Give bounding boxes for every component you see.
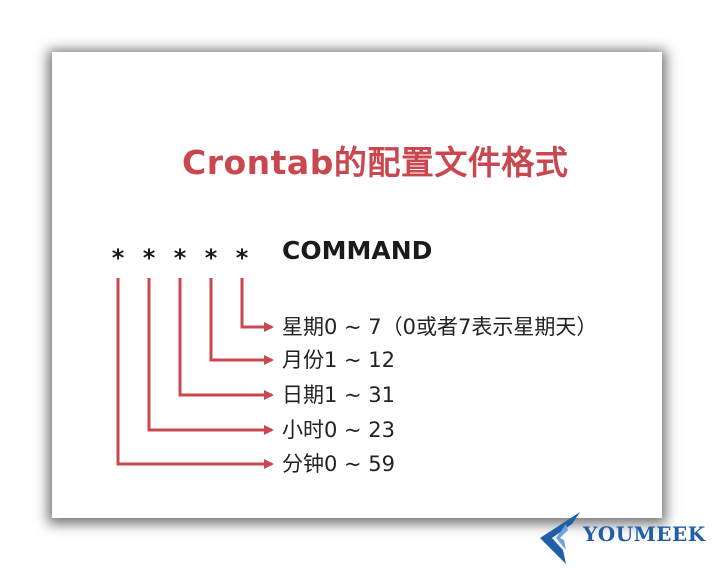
star-weekday: *	[235, 244, 249, 272]
command-label: COMMAND	[282, 236, 433, 265]
field-day-label: 日期1 ~ 31	[282, 383, 396, 407]
field-month-label: 月份1 ~ 12	[282, 348, 396, 372]
slide-panel	[52, 52, 662, 518]
star-hour: *	[142, 244, 156, 272]
field-weekday-label: 星期0 ~ 7（0或者7表示星期天）	[282, 315, 598, 339]
youmeek-logo-icon	[540, 512, 580, 564]
field-minute-label: 分钟0 ~ 59	[282, 452, 396, 476]
logo-text: YOUMEEK	[583, 522, 706, 546]
star-minute: *	[111, 244, 125, 272]
field-hour-label: 小时0 ~ 23	[282, 418, 396, 442]
diagram-title: Crontab的配置文件格式	[182, 143, 569, 182]
star-month: *	[204, 244, 218, 272]
star-day: *	[173, 244, 187, 272]
